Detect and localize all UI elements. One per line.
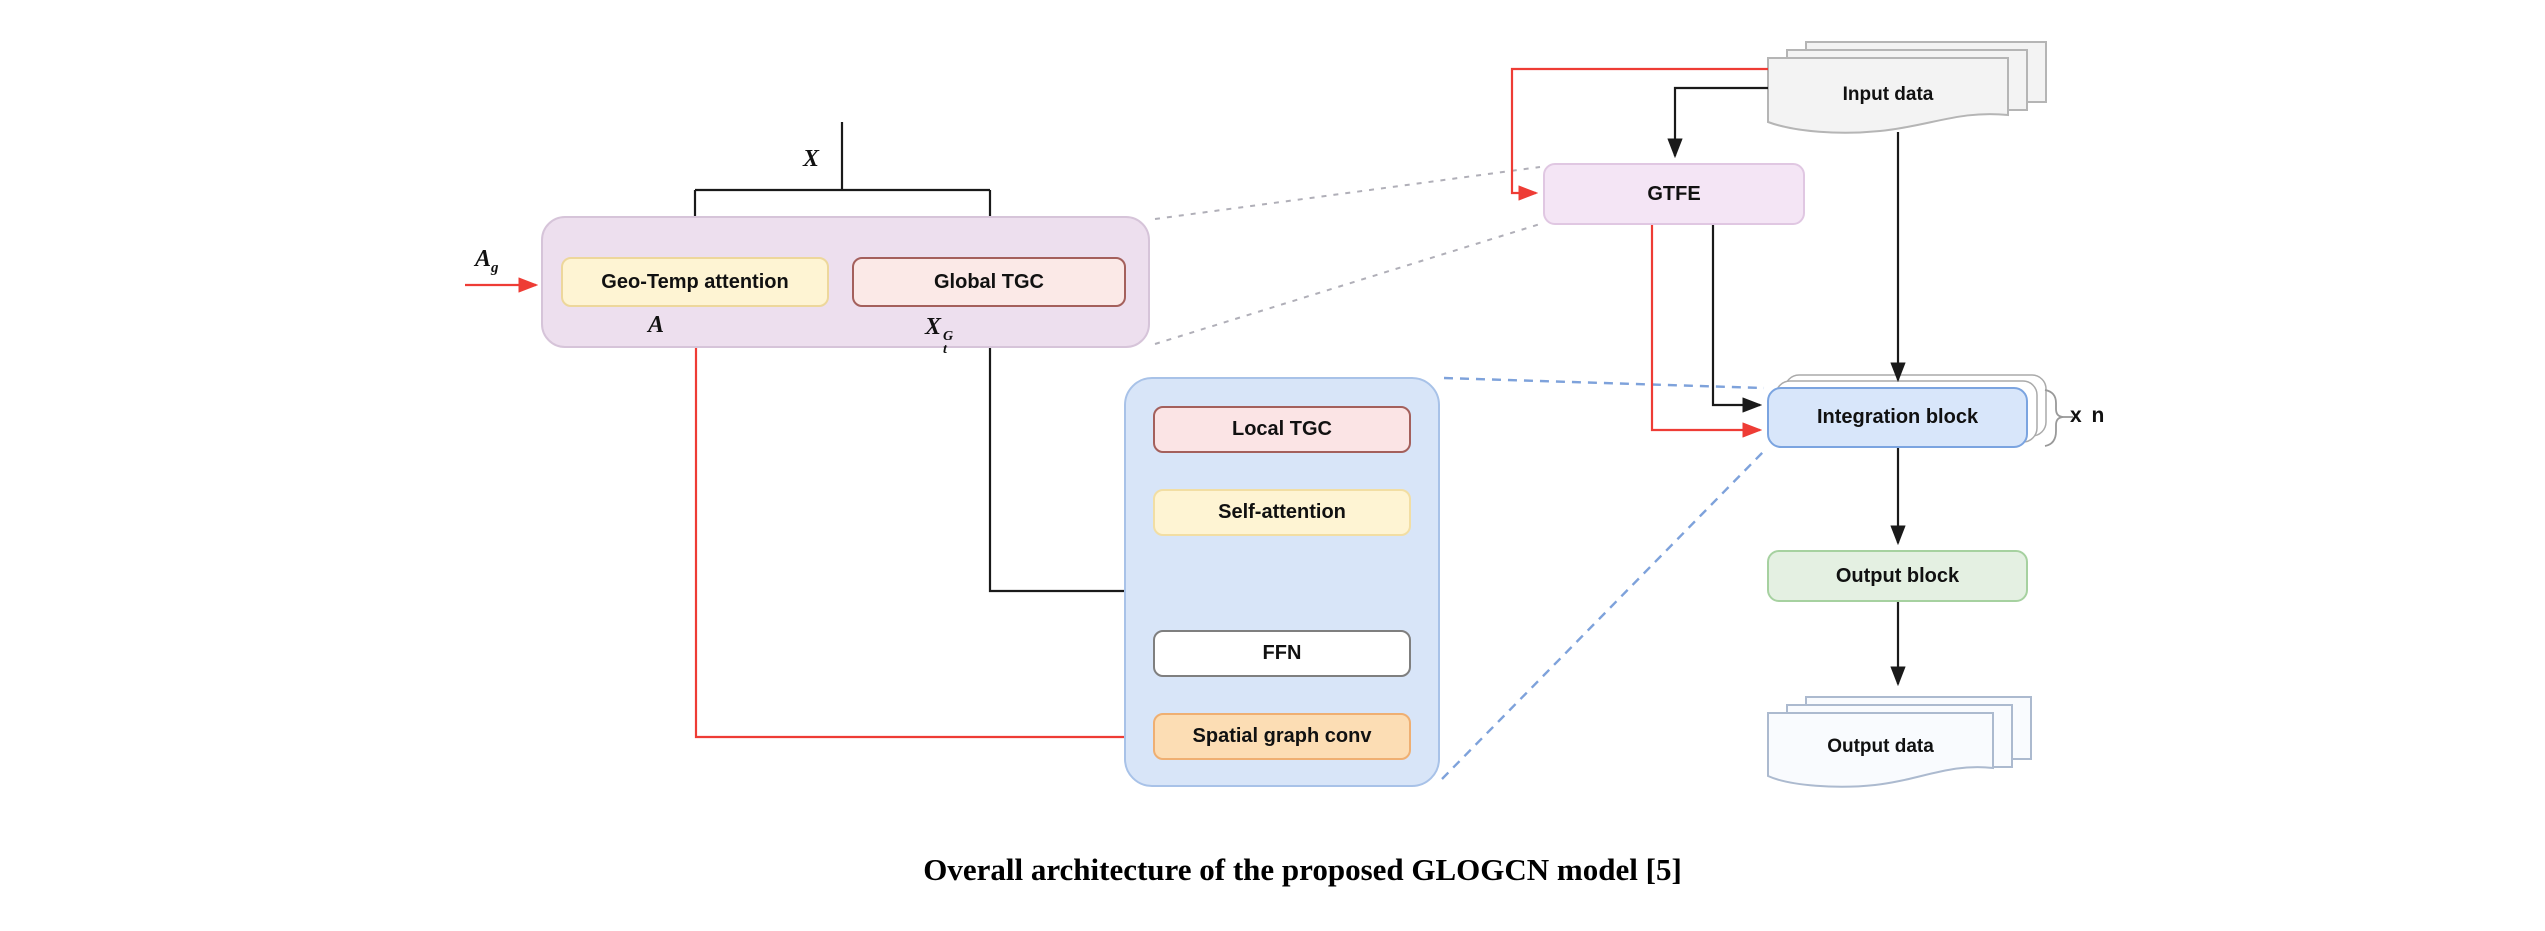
input-data-label: Input data (1842, 84, 1934, 105)
output-data-stack (1767, 696, 2032, 788)
integration-zoom-dashed-connector (1441, 376, 1766, 780)
x-input-label: X (803, 146, 820, 172)
gtfe-zoom-dashed-connector (1154, 166, 1541, 345)
integration-block-box: Integration block (1767, 387, 2028, 448)
geo-temp-attention-box: Geo-Temp attention (561, 257, 829, 307)
output-data-label: Output data (1827, 736, 1934, 757)
spatial-graph-conv-box: Spatial graph conv (1153, 713, 1411, 760)
gtfe-to-integration-black-arrow (1711, 225, 1763, 413)
global-tgc-box: Global TGC (852, 257, 1126, 307)
self-attention-box: Self-attention (1153, 489, 1411, 536)
input-to-gtfe-black-arrow (1667, 86, 1768, 159)
input-to-gtfe-red-arrow (1510, 67, 1768, 201)
repeat-count-label: x n (2070, 404, 2107, 427)
geo-temp-to-spatial-arrow (694, 307, 1149, 745)
input-data-stack (1767, 41, 2047, 134)
gtfe-box: GTFE (1543, 163, 1805, 225)
gtfe-to-integration-red-arrow (1650, 225, 1763, 438)
figure-caption: Overall architecture of the proposed GLO… (923, 852, 1682, 887)
output-block-box: Output block (1767, 550, 2028, 602)
local-tgc-box: Local TGC (1153, 406, 1411, 453)
ag-input-label: Ag (475, 246, 499, 276)
a-output-label: A (648, 312, 665, 338)
repeat-brace (2044, 389, 2073, 447)
ffn-box: FFN (1153, 630, 1411, 677)
